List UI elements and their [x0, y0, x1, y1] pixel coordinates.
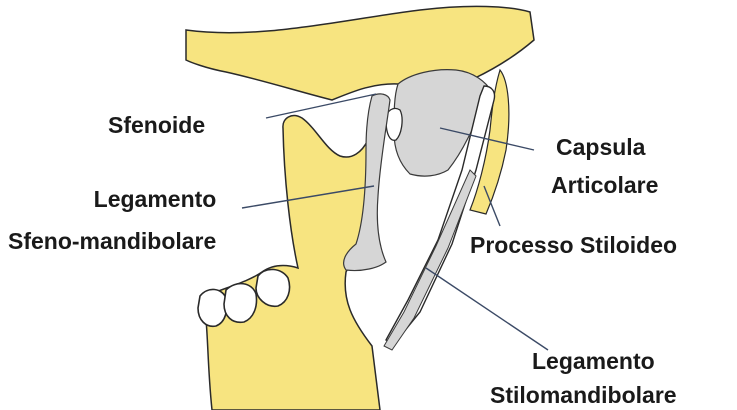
label-processo-stiloideo: Processo Stiloideo	[470, 232, 677, 259]
label-legamento-sfeno-line1: Legamento	[72, 186, 238, 213]
molar-tooth-3	[256, 269, 290, 306]
label-capsula-line2: Articolare	[551, 172, 658, 199]
label-sfenoide: Sfenoide	[108, 112, 205, 139]
label-legamento-sfeno-line2: Sfeno-mandibolare	[8, 228, 216, 255]
label-legamento-stilo-line1: Legamento	[532, 348, 655, 375]
stylomandibular-ligament	[384, 170, 476, 350]
molar-tooth-1	[198, 289, 227, 326]
molar-tooth-2	[224, 284, 257, 323]
label-capsula-line1: Capsula	[556, 134, 645, 161]
leader-line-legamento-stilo	[426, 268, 548, 350]
label-legamento-stilo-line2: Stilomandibolare	[490, 382, 677, 409]
